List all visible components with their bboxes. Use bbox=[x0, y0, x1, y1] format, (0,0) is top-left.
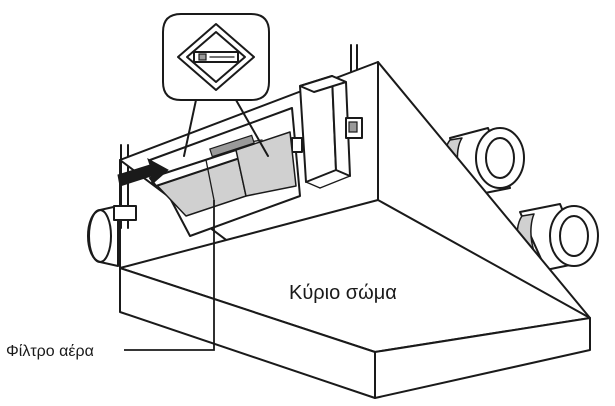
duct-collar-right-lower bbox=[516, 203, 599, 273]
hanger-brackets bbox=[113, 117, 363, 221]
main-body-label: Κύριο σώμα bbox=[289, 282, 397, 304]
air-filter-label: Φίλτρο αέρα bbox=[6, 343, 94, 360]
airflow-direction-icon bbox=[117, 157, 169, 187]
filter-symbol-callout bbox=[162, 13, 270, 157]
air-filter bbox=[149, 131, 297, 217]
duct-collar-left bbox=[87, 205, 119, 267]
electrical-box bbox=[299, 75, 351, 189]
air-filter-leader-line bbox=[124, 200, 215, 351]
